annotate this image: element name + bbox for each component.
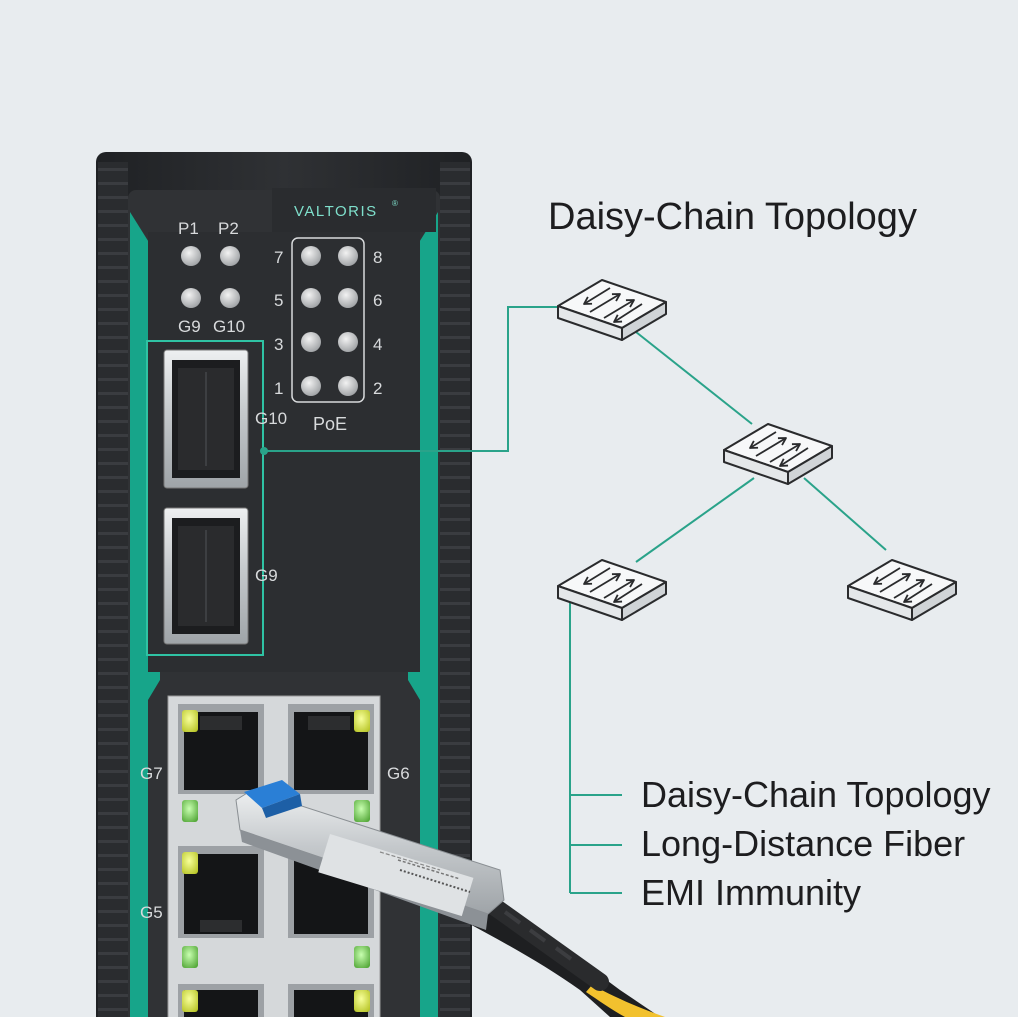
led-label-p1: P1 <box>178 219 199 238</box>
led-p1 <box>181 246 201 266</box>
led-g5-act <box>182 946 198 968</box>
rj45-port-g5[interactable] <box>178 846 264 938</box>
poe-label-6: 6 <box>373 291 382 310</box>
port-label-g6: G6 <box>387 764 410 783</box>
brand-badge: VALTORIS ® <box>272 188 436 232</box>
led-g7-act <box>182 800 198 822</box>
switch-node-3 <box>557 559 667 621</box>
topology-heading: Daisy-Chain Topology <box>548 196 917 238</box>
link-anchor-dot <box>260 447 268 455</box>
led-label-p2: P2 <box>218 219 239 238</box>
switch-node-4 <box>847 559 957 621</box>
link-switch-to-node1 <box>264 306 560 452</box>
port-label-g5: G5 <box>140 903 163 922</box>
trademark-mark: ® <box>392 199 398 208</box>
led-g5-link <box>182 852 198 874</box>
switch-node-2 <box>723 423 833 485</box>
fiber-cable <box>462 893 665 1017</box>
led-g9 <box>181 288 201 308</box>
poe-label-5: 5 <box>274 291 283 310</box>
sfp-transceiver-module <box>235 780 505 930</box>
sfp-cage-group: G10 G9 <box>146 340 287 656</box>
led-g6-link <box>354 710 370 732</box>
link-node1-to-node2 <box>635 331 753 425</box>
led-g6-act <box>354 800 370 822</box>
feature-item-long-distance-fiber: Long-Distance Fiber <box>641 823 966 864</box>
led-label-g9: G9 <box>178 317 201 336</box>
poe-label-3: 3 <box>274 335 283 354</box>
poe-led-block: 7 5 3 1 8 6 4 2 PoE <box>274 237 382 434</box>
poe-label-7: 7 <box>274 248 283 267</box>
feature-item-daisy-chain: Daisy-Chain Topology <box>641 774 991 815</box>
topology-links <box>264 306 887 894</box>
led-g7-link <box>182 710 198 732</box>
sfp-highlight-frame <box>146 340 264 656</box>
poe-label-4: 4 <box>373 335 382 354</box>
switch-node-1 <box>557 279 667 341</box>
led-p2 <box>220 246 240 266</box>
sfp-port-g9[interactable] <box>163 507 249 645</box>
poe-label-1: 1 <box>274 379 283 398</box>
led-g10 <box>220 288 240 308</box>
poe-label-8: 8 <box>373 248 382 267</box>
poe-label: PoE <box>313 414 347 434</box>
sfp-label-g10: G10 <box>255 409 287 428</box>
led-label-g10: G10 <box>213 317 245 336</box>
feature-item-emi-immunity: EMI Immunity <box>641 872 862 913</box>
port-label-g7: G7 <box>140 764 163 783</box>
link-node2-to-node4 <box>803 477 887 551</box>
sfp-bail-latch <box>244 780 300 808</box>
sfp-port-g10[interactable] <box>163 349 249 489</box>
status-leds: P1 P2 G9 G10 <box>178 219 245 336</box>
poe-label-2: 2 <box>373 379 382 398</box>
sfp-label-g9: G9 <box>255 566 278 585</box>
brand-logo: VALTORIS <box>294 203 378 220</box>
link-node2-to-node3 <box>635 477 755 563</box>
led-g4-act <box>354 946 370 968</box>
